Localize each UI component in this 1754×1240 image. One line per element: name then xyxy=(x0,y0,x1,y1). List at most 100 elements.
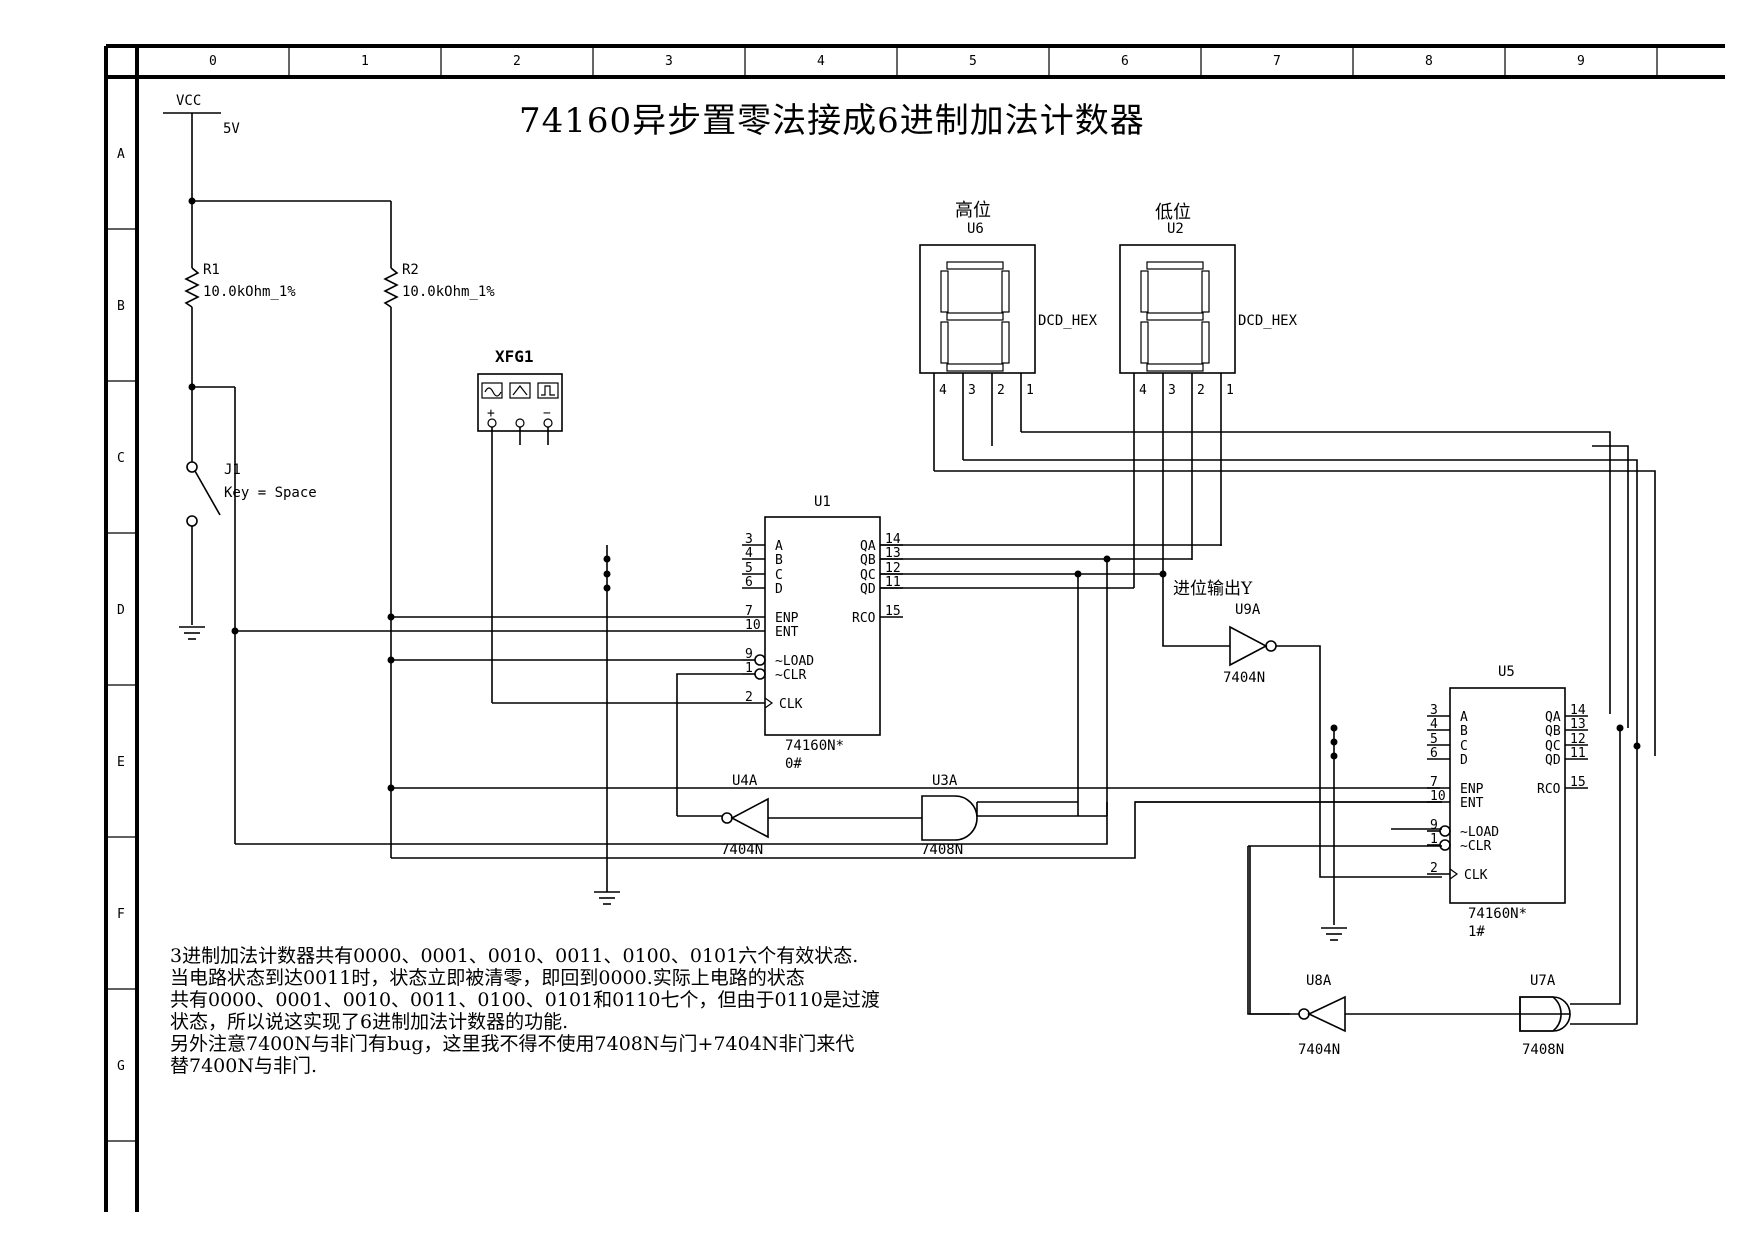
note-line-3: 共有0000、0001、0010、0011、0100、0101和0110七个，但… xyxy=(170,989,880,1011)
pin-number: 2 xyxy=(745,690,753,705)
u7a-ref: U7A xyxy=(1530,973,1556,989)
pin-name: C xyxy=(775,568,783,583)
pin-name: A xyxy=(1460,710,1468,725)
u2-model: DCD_HEX xyxy=(1238,313,1298,329)
u8a-model: 7404N xyxy=(1298,1042,1340,1058)
notes-block: 3进制加法计数器共有0000、0001、0010、0011、0100、0101六… xyxy=(170,945,880,1077)
row-label: D xyxy=(117,603,125,618)
u5-ref: U5 xyxy=(1498,664,1515,680)
pin-name: QD xyxy=(860,582,876,597)
pin-name: A xyxy=(775,539,783,554)
pin-number: 4 xyxy=(745,546,753,561)
pin-number: 1 xyxy=(1430,832,1438,847)
xfg1-minus: − xyxy=(543,406,551,421)
pin-name: QD xyxy=(1545,753,1561,768)
resistor-r1: R1 10.0kOhm_1% xyxy=(184,201,296,387)
pin-name: CLK xyxy=(1464,868,1488,883)
r2-value: 10.0kOhm_1% xyxy=(402,284,495,300)
u2-pin1: 1 xyxy=(1226,383,1234,398)
u6-pin1: 1 xyxy=(1026,383,1034,398)
u4a-model: 7404N xyxy=(721,842,763,858)
u6-pin2: 2 xyxy=(997,383,1005,398)
j1-ref: J1 xyxy=(224,462,241,478)
xfg1-plus: + xyxy=(487,406,495,421)
pin-name: QA xyxy=(1545,710,1561,725)
pin-name: ~LOAD xyxy=(775,654,814,669)
u6-seven-segment xyxy=(940,261,1010,372)
pin-name: B xyxy=(1460,724,1468,739)
u3a-model: 7408N xyxy=(921,842,963,858)
pin-name: D xyxy=(1460,753,1468,768)
pin-number: 13 xyxy=(885,546,901,561)
pin-number: 14 xyxy=(1570,703,1586,718)
pin-number: 7 xyxy=(745,604,753,619)
column-label: 8 xyxy=(1425,54,1433,69)
pin-name: QA xyxy=(860,539,876,554)
column-label: 7 xyxy=(1273,54,1281,69)
function-generator-xfg1[interactable]: XFG1 + − xyxy=(477,347,563,445)
vcc-name: VCC xyxy=(176,93,201,109)
pin-number: 6 xyxy=(745,575,753,590)
u4a-ref: U4A xyxy=(732,773,758,789)
pin-number: 11 xyxy=(1570,746,1586,761)
gate-u8a: U8A 7404N xyxy=(1298,973,1346,1058)
column-label: 4 xyxy=(817,54,825,69)
pin-name: C xyxy=(1460,739,1468,754)
pin-number: 2 xyxy=(1430,861,1438,876)
gate-u7a: U7A 7408N xyxy=(1519,973,1571,1058)
ground-j1 xyxy=(179,626,205,640)
pin-number: 6 xyxy=(1430,746,1438,761)
display-high-u6: 高位 U6 DCD_HEX 4 3 2 1 xyxy=(919,200,1098,471)
sine-wave-icon xyxy=(484,387,502,397)
resistor-r2: R2 10.0kOhm_1% xyxy=(383,201,495,858)
u8a-ref: U8A xyxy=(1306,973,1332,989)
u2-pin2: 2 xyxy=(1197,383,1205,398)
u5-model: 74160N* xyxy=(1468,906,1527,922)
pin-number: 4 xyxy=(1430,717,1438,732)
vcc-source: VCC 5V xyxy=(163,93,240,201)
pin-name: ~LOAD xyxy=(1460,825,1499,840)
pin-name: D xyxy=(775,582,783,597)
pin-name: ENT xyxy=(775,625,799,640)
pin-number: 1 xyxy=(745,661,753,676)
u1-ref: U1 xyxy=(814,494,831,510)
column-label: 2 xyxy=(513,54,521,69)
pin-number: 15 xyxy=(885,604,901,619)
pin-number: 9 xyxy=(745,647,753,662)
u6-model: DCD_HEX xyxy=(1038,313,1098,329)
square-wave-icon xyxy=(541,385,555,396)
pin-number: 12 xyxy=(885,561,901,576)
u2-seven-segment xyxy=(1140,261,1210,372)
gate-u9a: U9A 7404N xyxy=(1223,602,1277,686)
note-line-2: 当电路状态到达0011时，状态立即被清零，即回到0000.实际上电路的状态 xyxy=(170,967,805,989)
row-label: F xyxy=(117,907,125,922)
pin-number: 10 xyxy=(745,618,761,633)
pin-name: ENP xyxy=(775,611,799,626)
sheet-frame xyxy=(104,44,1725,1212)
pin-number: 3 xyxy=(1430,703,1438,718)
switch-j1[interactable]: J1 Key = Space xyxy=(186,387,317,625)
row-label: B xyxy=(117,299,125,314)
pin-number: 9 xyxy=(1430,818,1438,833)
u9a-ref: U9A xyxy=(1235,602,1261,618)
u6-pin3: 3 xyxy=(968,383,976,398)
pin-name: RCO xyxy=(1537,782,1561,797)
column-label: 0 xyxy=(209,54,217,69)
r1-ref: R1 xyxy=(203,262,220,278)
u6-caption: 高位 xyxy=(955,200,991,221)
r1-value: 10.0kOhm_1% xyxy=(203,284,296,300)
u2-ref: U2 xyxy=(1167,221,1184,237)
pin-number: 10 xyxy=(1430,789,1446,804)
pin-number: 7 xyxy=(1430,775,1438,790)
note-line-1: 3进制加法计数器共有0000、0001、0010、0011、0100、0101六… xyxy=(170,945,858,967)
display-low-u2: 低位 U2 DCD_HEX 4 3 2 1 xyxy=(1119,202,1298,588)
row-label: G xyxy=(117,1059,125,1074)
u6-ref: U6 xyxy=(967,221,984,237)
u1-tag: 0# xyxy=(785,756,802,772)
j1-key: Key = Space xyxy=(224,485,317,501)
row-label: A xyxy=(117,147,125,162)
column-label: 5 xyxy=(969,54,977,69)
schematic-title: 74160异步置零法接成6进制加法计数器 xyxy=(519,101,1145,141)
